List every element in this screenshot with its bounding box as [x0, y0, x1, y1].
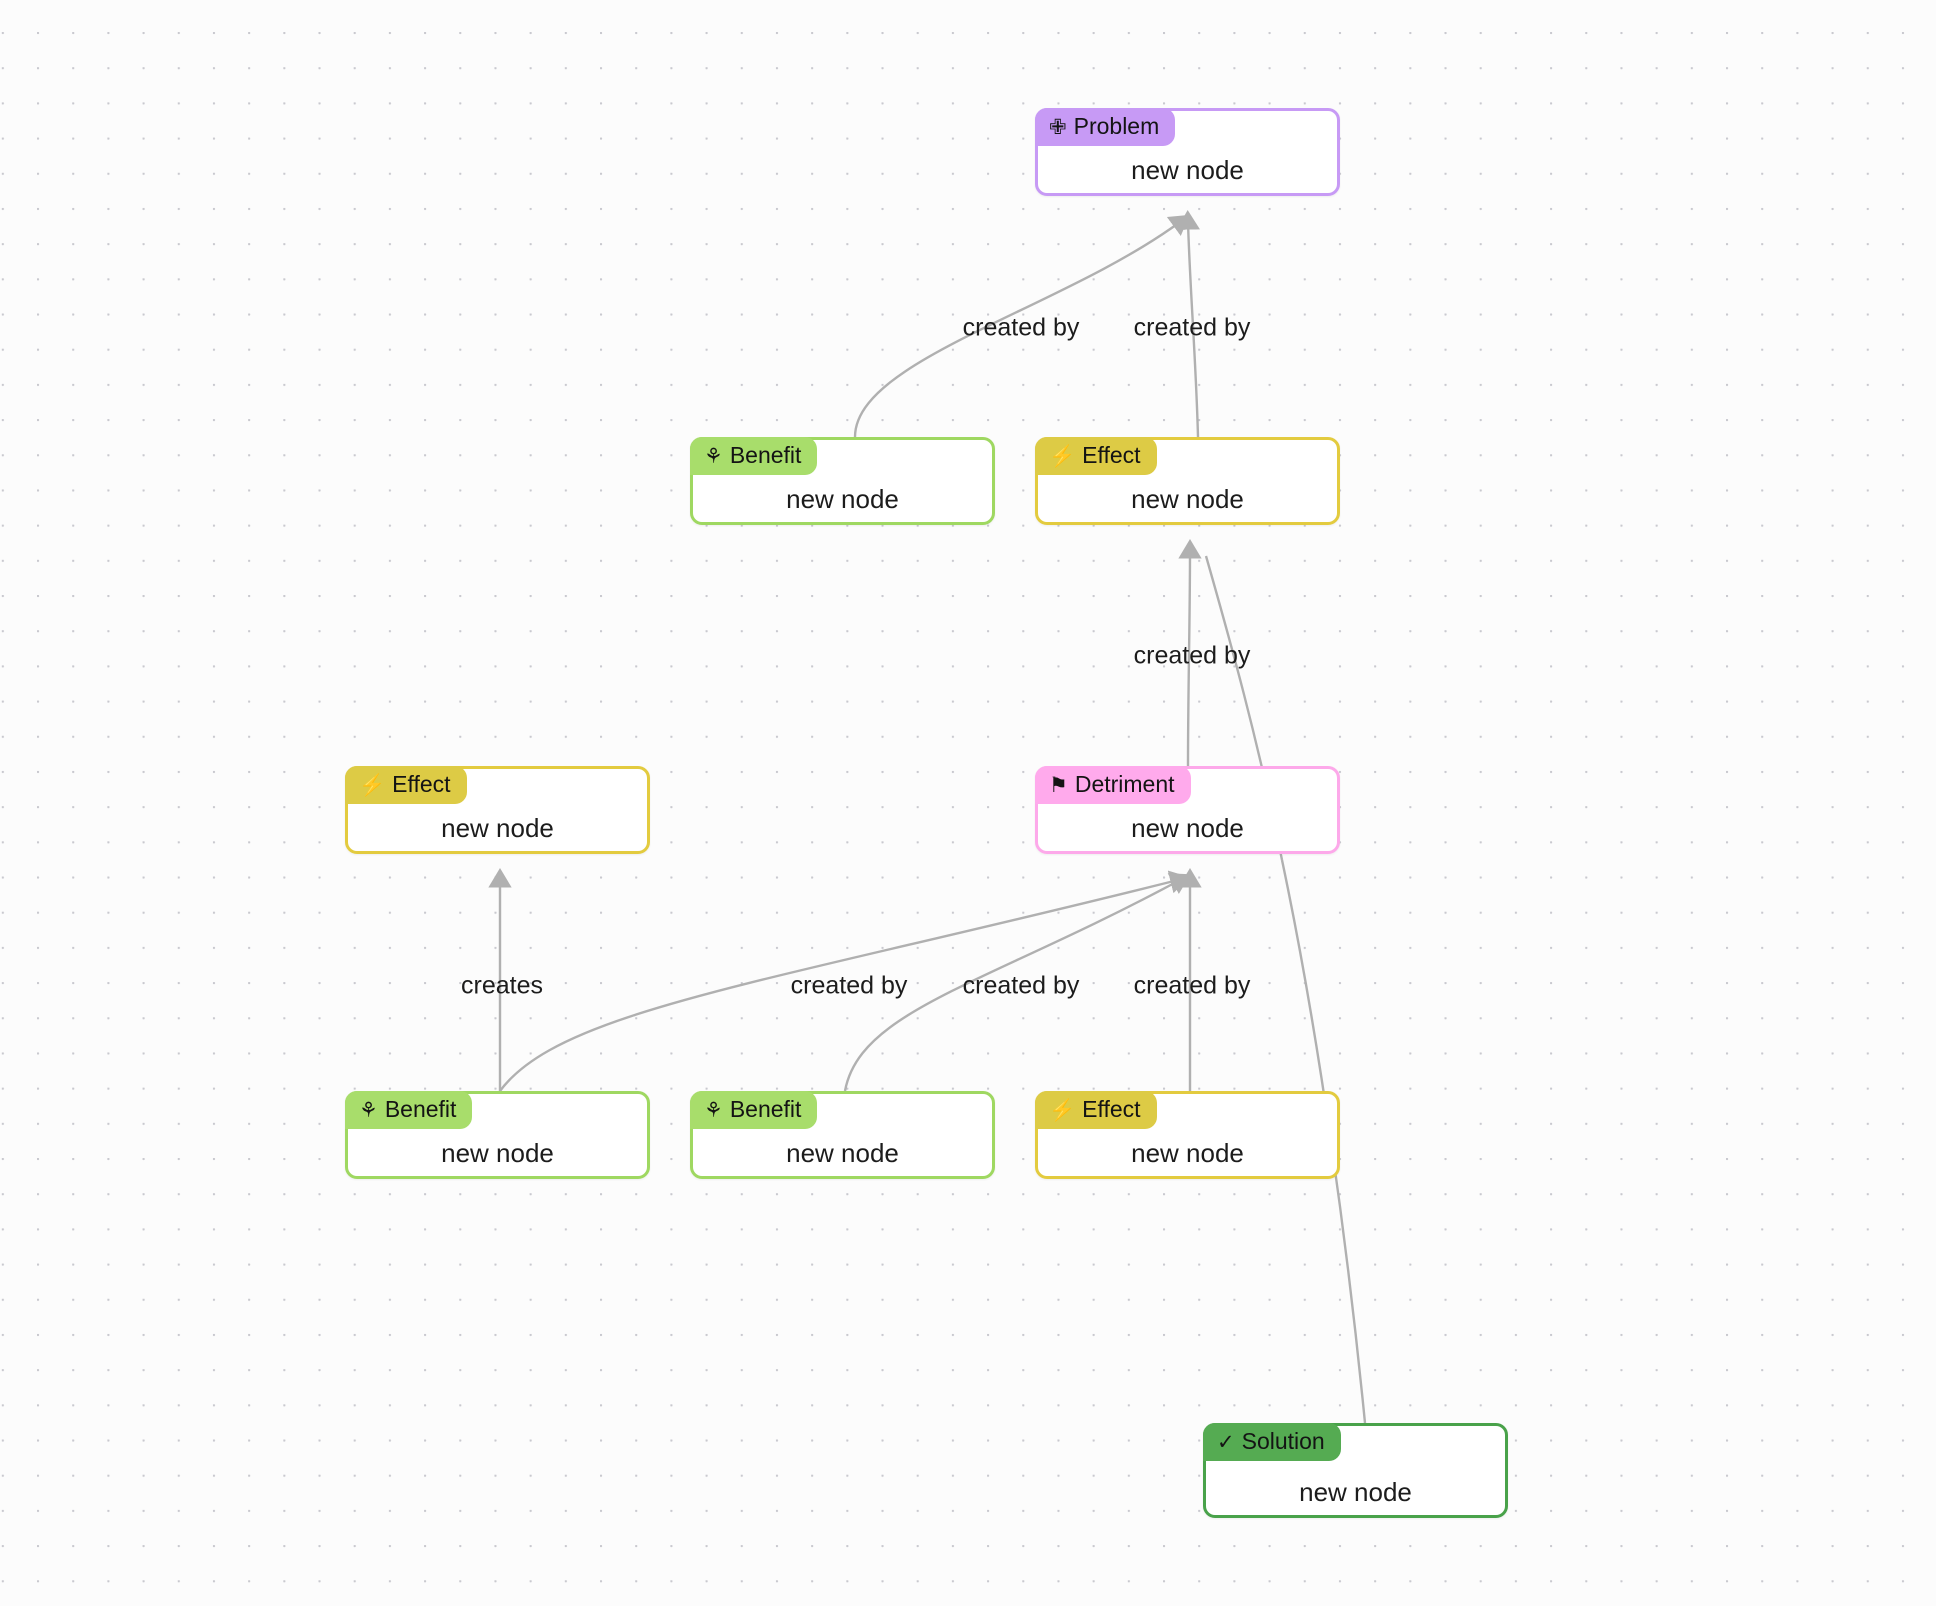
node-benefit[interactable]: ⚘Benefit new node: [345, 1091, 650, 1179]
node-effect[interactable]: ⚡Effect new node: [1035, 437, 1340, 525]
edge-label[interactable]: creates: [461, 971, 543, 1000]
flood-house-icon: ⚑: [1049, 774, 1068, 798]
node-detriment[interactable]: ⚑Detriment new node: [1035, 766, 1340, 854]
edge-label[interactable]: created by: [1133, 641, 1251, 670]
lightning-bolt-icon: ⚡: [1049, 445, 1076, 469]
node-type-label: Problem: [1073, 113, 1160, 139]
node-type-label: Benefit: [384, 1096, 457, 1122]
sprout-icon: ⚘: [704, 445, 723, 469]
node-benefit[interactable]: ⚘Benefit new node: [690, 1091, 995, 1179]
edge-label[interactable]: created by: [962, 313, 1080, 342]
sprout-icon: ⚘: [359, 1099, 378, 1123]
node-effect[interactable]: ⚡Effect new node: [1035, 1091, 1340, 1179]
node-title[interactable]: new node: [441, 812, 554, 843]
edge-label[interactable]: created by: [790, 971, 908, 1000]
edge-label[interactable]: created by: [1133, 313, 1251, 342]
sprout-icon: ⚘: [704, 1099, 723, 1123]
node-problem[interactable]: ✙Problem new node: [1035, 108, 1340, 196]
lightning-bolt-icon: ⚡: [359, 774, 386, 798]
node-type-badge: ⚑Detriment: [1035, 766, 1191, 804]
node-type-label: Effect: [1082, 1096, 1141, 1122]
check-icon: ✓: [1217, 1431, 1235, 1455]
node-title[interactable]: new node: [1299, 1476, 1412, 1507]
node-type-badge: ⚘Benefit: [690, 437, 818, 475]
edge-label[interactable]: created by: [1133, 971, 1251, 1000]
node-title[interactable]: new node: [441, 1137, 554, 1168]
node-type-label: Benefit: [729, 442, 802, 468]
node-benefit[interactable]: ⚘Benefit new node: [690, 437, 995, 525]
node-type-label: Detriment: [1074, 771, 1175, 797]
node-type-label: Benefit: [729, 1096, 802, 1122]
node-type-badge: ⚘Benefit: [690, 1091, 818, 1129]
node-type-badge: ✙Problem: [1035, 108, 1176, 146]
puzzle-piece-icon: ✙: [1049, 116, 1067, 140]
node-type-label: Effect: [1082, 442, 1141, 468]
node-title[interactable]: new node: [1131, 483, 1244, 514]
node-title[interactable]: new node: [1131, 154, 1244, 185]
node-type-badge: ⚡Effect: [1035, 437, 1157, 475]
node-solution[interactable]: ✓Solution new node: [1203, 1423, 1508, 1518]
node-type-badge: ⚡Effect: [1035, 1091, 1157, 1129]
node-effect[interactable]: ⚡Effect new node: [345, 766, 650, 854]
node-title[interactable]: new node: [786, 1137, 899, 1168]
edge-label[interactable]: created by: [962, 971, 1080, 1000]
node-type-label: Effect: [392, 771, 451, 797]
node-title[interactable]: new node: [1131, 812, 1244, 843]
node-type-badge: ⚡Effect: [345, 766, 467, 804]
lightning-bolt-icon: ⚡: [1049, 1099, 1076, 1123]
node-title[interactable]: new node: [1131, 1137, 1244, 1168]
node-title[interactable]: new node: [786, 483, 899, 514]
node-type-badge: ✓Solution: [1203, 1423, 1341, 1461]
node-type-label: Solution: [1241, 1428, 1325, 1454]
node-type-badge: ⚘Benefit: [345, 1091, 473, 1129]
